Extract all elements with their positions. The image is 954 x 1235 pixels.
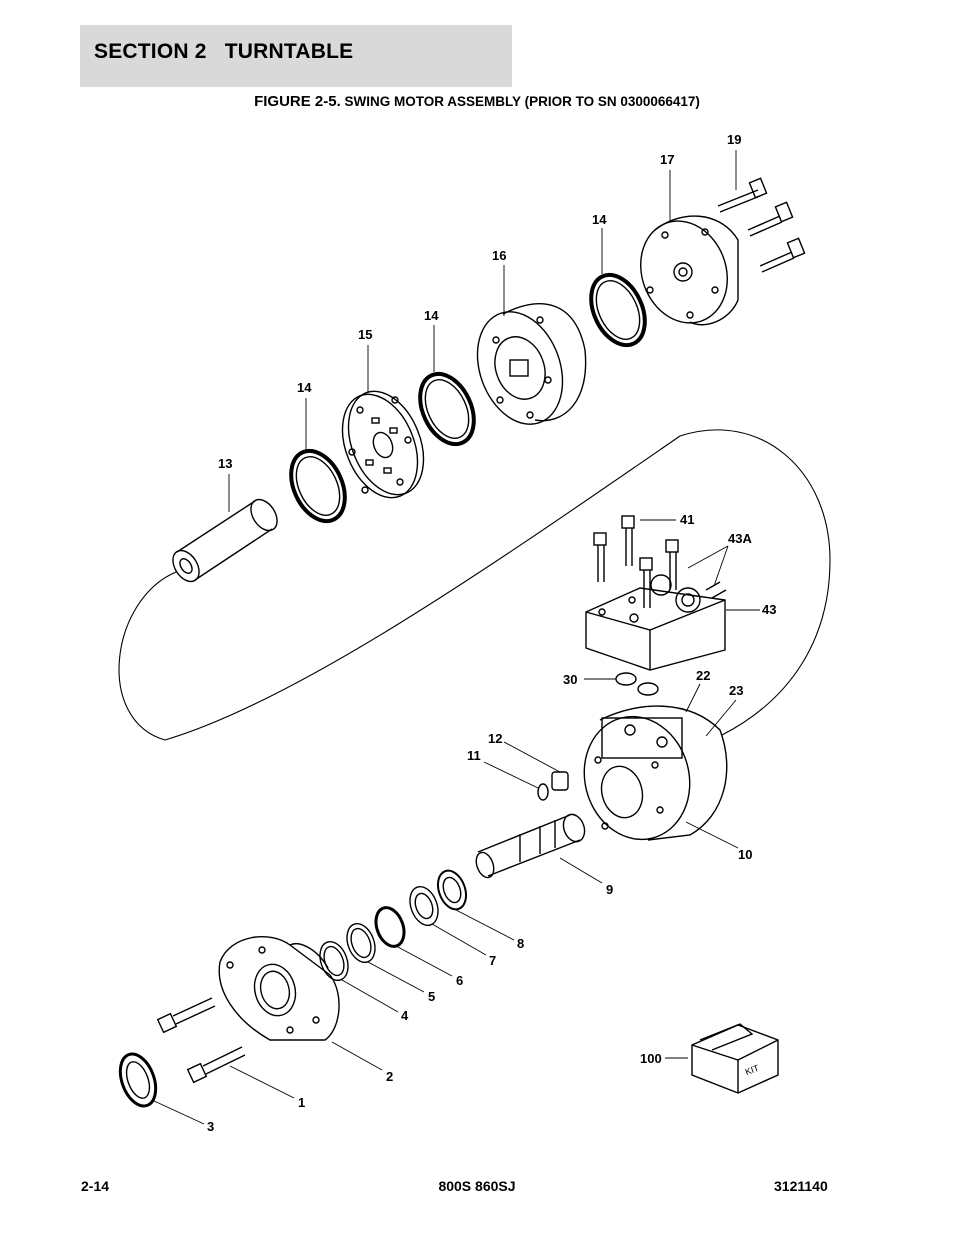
figure-caption: SWING MOTOR ASSEMBLY (PRIOR TO SN 030006… bbox=[344, 94, 700, 109]
figure-title: FIGURE 2-5. SWING MOTOR ASSEMBLY (PRIOR … bbox=[0, 93, 954, 110]
callout-14: 14 bbox=[592, 212, 607, 227]
callout-4: 4 bbox=[401, 1008, 409, 1023]
part-1-bolts bbox=[156, 997, 246, 1084]
callout-15: 15 bbox=[358, 327, 372, 342]
footer-model: 800S 860SJ bbox=[438, 1178, 516, 1194]
callout-8: 8 bbox=[517, 936, 524, 951]
part-4-washer bbox=[319, 940, 349, 982]
section-header-band bbox=[80, 25, 512, 87]
callout-100: 100 bbox=[640, 1051, 662, 1066]
part-7-washer bbox=[409, 885, 439, 927]
callout-5: 5 bbox=[428, 989, 435, 1004]
callout-14: 14 bbox=[424, 308, 439, 323]
callout-11: 11 bbox=[467, 748, 481, 763]
part-14-seal-b bbox=[418, 371, 476, 447]
figure-number: FIGURE 2-5. bbox=[254, 93, 341, 110]
footer-doc-number: 3121140 bbox=[774, 1178, 828, 1194]
callout-9: 9 bbox=[606, 882, 613, 897]
part-11-o-ring bbox=[537, 783, 549, 801]
callout-2: 2 bbox=[386, 1069, 393, 1084]
part-15-valve-plate bbox=[341, 390, 425, 499]
part-41-cap-screws bbox=[593, 515, 679, 608]
kit-box-label: KIT bbox=[744, 1063, 761, 1077]
part-100-kit-box bbox=[691, 1023, 779, 1094]
callout-labels: 19 17 14 16 14 15 14 13 41 43A 43 30 22 … bbox=[207, 132, 776, 1134]
part-9-drive-shaft bbox=[475, 813, 586, 879]
callout-7: 7 bbox=[489, 953, 496, 968]
part-13-spline-shaft bbox=[172, 498, 278, 583]
part-6-o-ring bbox=[374, 906, 406, 948]
part-30-o-ring-b bbox=[637, 682, 659, 696]
callout-14: 14 bbox=[297, 380, 312, 395]
callout-1: 1 bbox=[298, 1095, 305, 1110]
callout-22: 22 bbox=[696, 668, 710, 683]
part-14-seal-c bbox=[589, 272, 647, 348]
callout-23: 23 bbox=[729, 683, 743, 698]
callout-10: 10 bbox=[738, 847, 752, 862]
part-43-valve-block bbox=[585, 574, 727, 671]
part-19-bolts bbox=[717, 177, 806, 273]
callout-19: 19 bbox=[727, 132, 741, 147]
part-14-seal-a bbox=[289, 448, 347, 524]
footer-page-number: 2-14 bbox=[81, 1178, 110, 1194]
part-17-end-cap bbox=[640, 215, 739, 326]
section-title: SECTION 2 TURNTABLE bbox=[94, 40, 354, 63]
part-30-o-ring-a bbox=[615, 672, 637, 686]
part-10-motor-housing bbox=[583, 705, 728, 841]
part-8-thrust-bearing bbox=[436, 869, 468, 911]
callout-41: 41 bbox=[680, 512, 694, 527]
part-12-plug bbox=[551, 771, 569, 791]
callout-6: 6 bbox=[456, 973, 463, 988]
callout-43a: 43A bbox=[728, 531, 752, 546]
callout-43: 43 bbox=[762, 602, 776, 617]
part-16-gerotor bbox=[476, 303, 587, 425]
part-3-dust-seal bbox=[118, 1052, 158, 1108]
part-2-mounting-flange bbox=[218, 936, 340, 1041]
callout-17: 17 bbox=[660, 152, 674, 167]
callout-12: 12 bbox=[488, 731, 502, 746]
callout-16: 16 bbox=[492, 248, 506, 263]
assembly-loop-line bbox=[118, 429, 831, 741]
callout-3: 3 bbox=[207, 1119, 214, 1134]
callout-13: 13 bbox=[218, 456, 232, 471]
callout-30: 30 bbox=[563, 672, 577, 687]
part-5-seal bbox=[346, 922, 376, 964]
